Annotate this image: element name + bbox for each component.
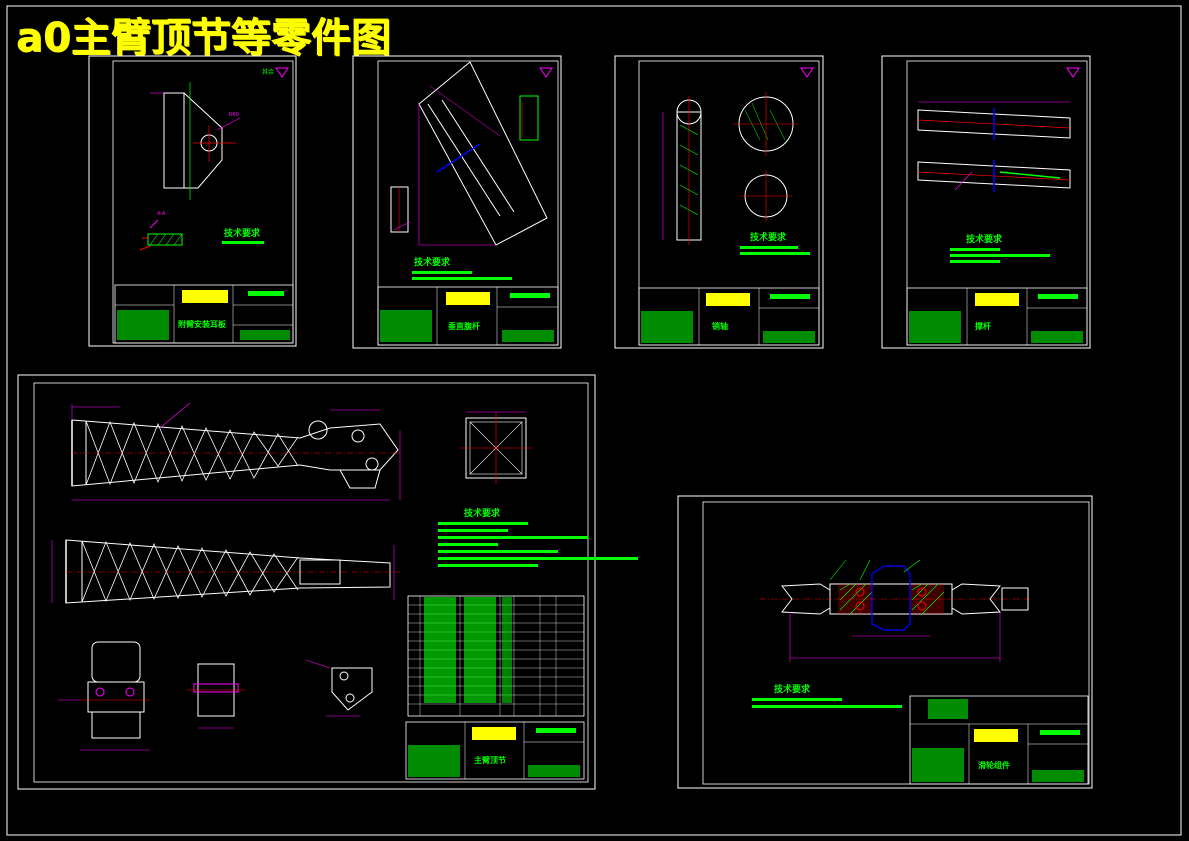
sheet-2[interactable]: 技术要求 垂直腹杆 <box>352 55 562 349</box>
part-view-vertical-bar <box>390 61 548 246</box>
boom-cross-section <box>460 411 532 484</box>
svg-text:A-A: A-A <box>157 211 166 217</box>
pulley-view <box>760 559 1030 662</box>
svg-text:技术要求: 技术要求 <box>774 683 811 695</box>
sheet-6-pulley[interactable]: 技术要求 滑轮组件 <box>677 495 1093 789</box>
roughness-symbol <box>275 67 289 78</box>
title-block: 垂直腹杆 <box>377 286 559 346</box>
title-block: 主臂顶节 <box>405 721 585 780</box>
sheet-1-frame <box>88 55 297 347</box>
svg-text:主臂顶节: 主臂顶节 <box>474 755 506 765</box>
svg-text:垂直腹杆: 垂直腹杆 <box>448 321 480 331</box>
sheet-6-frame <box>677 495 1093 789</box>
tech-notes: 技术要求 <box>222 227 264 244</box>
svg-text:技术要求: 技术要求 <box>966 233 1003 245</box>
svg-text:R60: R60 <box>229 112 239 118</box>
tech-notes: 技术要求 <box>752 683 902 708</box>
sheet-4-frame <box>881 55 1091 349</box>
detail-views <box>58 641 373 751</box>
section-view: A-A <box>139 211 183 251</box>
sheet-4[interactable]: 技术要求 撑杆 <box>881 55 1091 349</box>
svg-text:滑轮组件: 滑轮组件 <box>978 760 1010 770</box>
sheet-2-frame <box>352 55 562 349</box>
tech-notes: 技术要求 <box>740 231 810 255</box>
sheet-3-frame <box>614 55 824 349</box>
outer-frame <box>6 5 1182 836</box>
svg-text:技术要求: 技术要求 <box>414 256 451 268</box>
drawing-title: a0主臂顶节等零件图 <box>16 15 391 61</box>
svg-text:附臂安装耳板: 附臂安装耳板 <box>178 319 227 329</box>
svg-text:技术要求: 技术要求 <box>224 227 261 239</box>
tech-notes: 技术要求 <box>950 233 1050 263</box>
part-view-ear-plate: R60 <box>150 82 241 200</box>
main-tech-notes: 技术要求 <box>438 507 638 567</box>
sheet-3[interactable]: 技术要求 销轴 <box>614 55 824 349</box>
title-block: 销轴 <box>638 287 820 346</box>
part-view-shaft <box>662 92 798 245</box>
part-view-tube <box>917 101 1071 192</box>
boom-plan-view <box>51 539 400 604</box>
svg-text:撑杆: 撑杆 <box>975 321 991 331</box>
sheet-6-border <box>702 501 1090 785</box>
parts-list <box>407 595 585 717</box>
title-block: 撑杆 <box>906 287 1088 346</box>
svg-text:其余: 其余 <box>262 68 274 76</box>
tech-notes: 技术要求 <box>412 256 512 280</box>
sheet-5-border <box>33 382 589 783</box>
title-block: 附臂安装耳板 <box>114 284 294 344</box>
title-block: 滑轮组件 <box>909 695 1089 785</box>
svg-text:技术要求: 技术要求 <box>464 507 501 519</box>
svg-text:销轴: 销轴 <box>712 321 728 331</box>
sheet-5-frame <box>17 374 596 790</box>
sheet-5-main-boom[interactable]: 技术要求 <box>17 374 638 790</box>
boom-elevation-view <box>71 402 401 501</box>
sheet-1[interactable]: 其余 R60 A-A 技术要求 <box>88 55 297 347</box>
svg-text:技术要求: 技术要求 <box>750 231 787 243</box>
